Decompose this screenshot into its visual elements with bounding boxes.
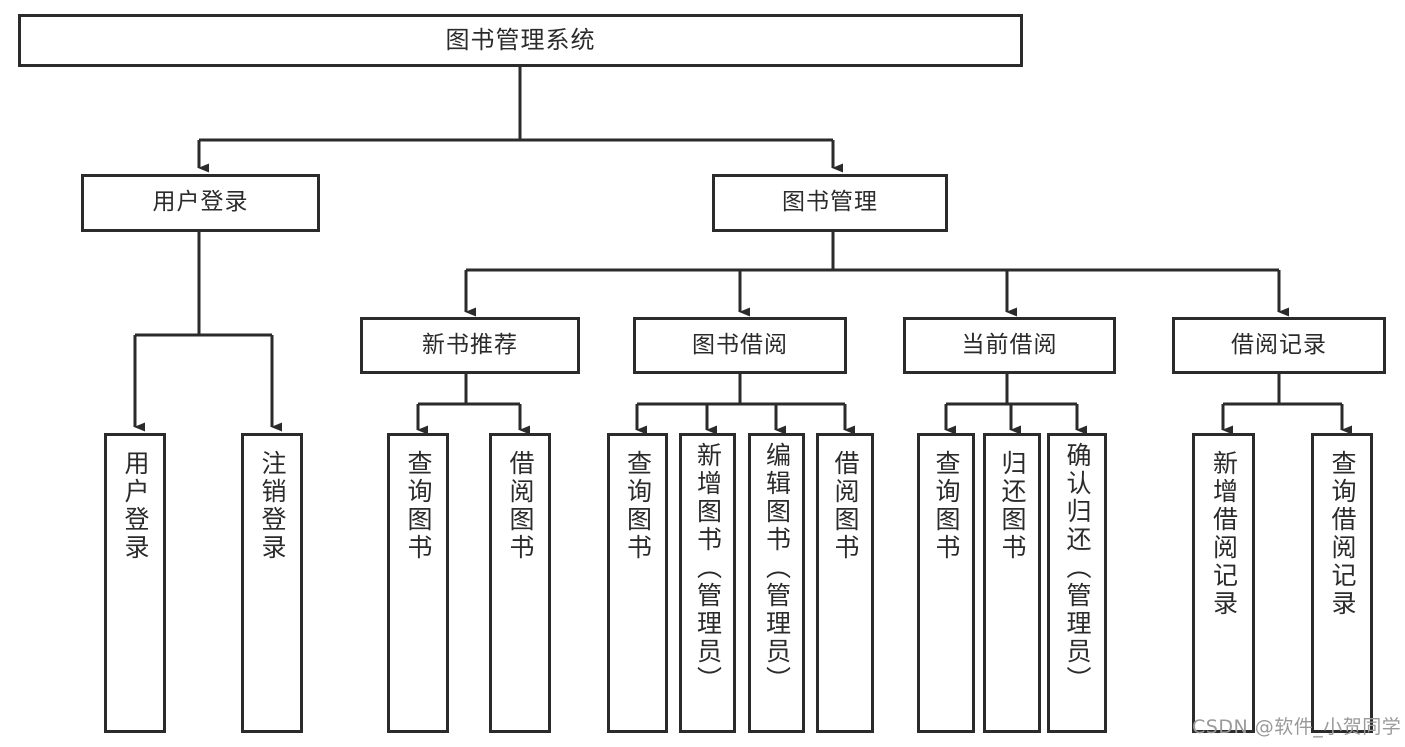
node-user-login[interactable]: 用户登录 <box>81 174 320 232</box>
node-leaf-query-book-2-label: 查询图书 <box>623 450 653 562</box>
node-book-borrow-label: 图书借阅 <box>692 331 788 358</box>
node-new-book-recommend-label: 新书推荐 <box>422 331 518 358</box>
node-leaf-edit-book-label: 编辑图书（管理员） <box>762 442 792 694</box>
node-book-manage[interactable]: 图书管理 <box>712 174 948 232</box>
node-leaf-edit-book[interactable]: 编辑图书（管理员） <box>748 433 805 733</box>
node-current-borrow[interactable]: 当前借阅 <box>903 317 1116 374</box>
node-leaf-add-book-label: 新增图书（管理员） <box>693 442 723 694</box>
node-leaf-borrow-book-2-label: 借阅图书 <box>831 450 860 562</box>
node-leaf-add-record-label: 新增借阅记录 <box>1209 450 1239 618</box>
node-root[interactable]: 图书管理系统 <box>18 14 1023 67</box>
node-leaf-query-record[interactable]: 查询借阅记录 <box>1311 433 1373 733</box>
node-book-borrow[interactable]: 图书借阅 <box>633 317 847 374</box>
node-leaf-query-book-1[interactable]: 查询图书 <box>387 433 449 733</box>
node-leaf-return-book[interactable]: 归还图书 <box>983 433 1041 733</box>
node-current-borrow-label: 当前借阅 <box>961 331 1058 358</box>
node-leaf-add-book[interactable]: 新增图书（管理员） <box>679 433 736 733</box>
node-leaf-query-book-3[interactable]: 查询图书 <box>917 433 975 733</box>
node-leaf-query-book-3-label: 查询图书 <box>932 450 961 562</box>
node-leaf-user-login[interactable]: 用户登录 <box>104 433 166 733</box>
node-leaf-borrow-book-1[interactable]: 借阅图书 <box>489 433 551 733</box>
node-book-manage-label: 图书管理 <box>782 189 878 216</box>
node-leaf-confirm-return-label: 确认归还（管理员） <box>1063 442 1092 694</box>
node-leaf-confirm-return[interactable]: 确认归还（管理员） <box>1047 433 1107 733</box>
node-leaf-add-record[interactable]: 新增借阅记录 <box>1192 433 1255 733</box>
node-leaf-query-book-1-label: 查询图书 <box>404 450 433 562</box>
node-root-label: 图书管理系统 <box>445 26 596 55</box>
node-leaf-query-book-2[interactable]: 查询图书 <box>607 433 668 733</box>
watermark-text: CSDN @软件_小贺同学 <box>1192 716 1402 738</box>
node-leaf-user-login-label: 用户登录 <box>121 450 150 562</box>
node-user-login-label: 用户登录 <box>152 189 249 216</box>
node-new-book-recommend[interactable]: 新书推荐 <box>360 317 580 374</box>
node-borrow-record-label: 借阅记录 <box>1231 331 1327 358</box>
node-borrow-record[interactable]: 借阅记录 <box>1172 317 1386 374</box>
node-leaf-borrow-book-2[interactable]: 借阅图书 <box>816 433 874 733</box>
node-leaf-borrow-book-1-label: 借阅图书 <box>506 450 535 562</box>
node-leaf-return-book-label: 归还图书 <box>998 450 1027 562</box>
node-leaf-user-logout-label: 注销登录 <box>258 450 287 562</box>
node-leaf-user-logout[interactable]: 注销登录 <box>241 433 303 733</box>
node-leaf-query-record-label: 查询借阅记录 <box>1328 450 1357 618</box>
